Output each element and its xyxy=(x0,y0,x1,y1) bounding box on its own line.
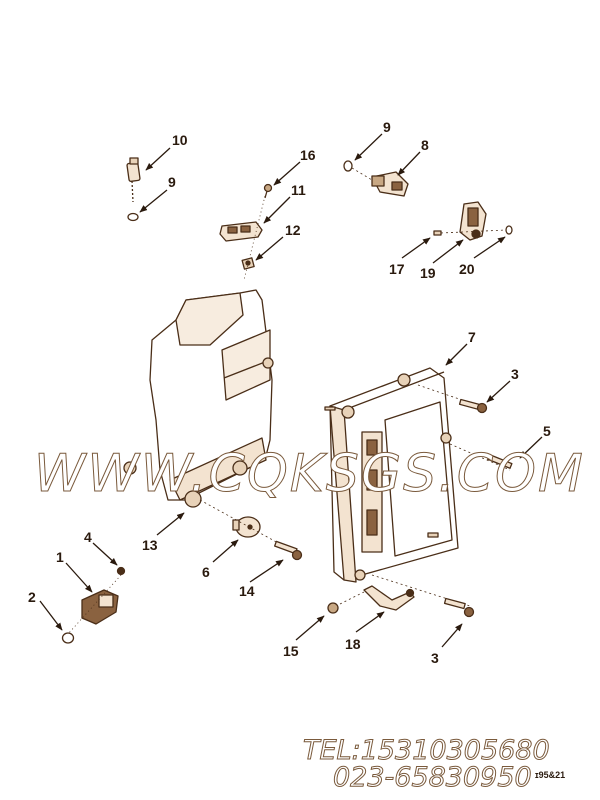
screw-part-17 xyxy=(433,230,442,236)
capscrew-part-3a xyxy=(458,398,488,414)
callout-20: 20 xyxy=(459,261,475,277)
callout-11: 11 xyxy=(291,182,306,198)
leader-arrows xyxy=(39,133,543,648)
watermark-phone: 023-65830950 xyxy=(333,762,533,793)
sensor-part-1 xyxy=(81,589,119,625)
o-ring-part-2 xyxy=(61,632,75,644)
o-ring-part-9a xyxy=(127,212,139,222)
capscrew-part-14 xyxy=(273,540,303,561)
ecm-module-part-7 xyxy=(324,367,459,583)
callout-3: 3 xyxy=(511,366,519,382)
callout-14: 14 xyxy=(239,583,255,599)
callout-5: 5 xyxy=(543,423,551,439)
nut-part-15 xyxy=(327,602,339,614)
callout-2: 2 xyxy=(28,589,36,605)
clip-nut-part-12 xyxy=(241,257,255,270)
callout-17: 17 xyxy=(389,261,405,277)
callout-6: 6 xyxy=(202,564,210,580)
connector-bracket-part-11 xyxy=(219,221,263,242)
callout-15: 15 xyxy=(283,643,299,659)
screw-part-16 xyxy=(263,183,273,199)
callout-7: 7 xyxy=(468,329,476,345)
o-ring-part-20 xyxy=(505,225,513,235)
watermark-site: WWW.CQKSGS.COM xyxy=(34,444,585,504)
callout-16: 16 xyxy=(300,147,316,163)
callout-3b: 3 xyxy=(431,650,439,666)
sensor-bracket-part-19 xyxy=(459,201,487,241)
callout-18: 18 xyxy=(345,636,361,652)
callout-13: 13 xyxy=(142,537,158,553)
callout-8: 8 xyxy=(421,137,429,153)
capscrew-part-5 xyxy=(449,443,513,471)
ecm-mounting-plate xyxy=(123,289,274,508)
temperature-sensor-part-10 xyxy=(126,157,141,203)
reference-code: ɪ95&21 xyxy=(535,770,566,780)
screw-part-4 xyxy=(116,566,126,576)
callout-10: 10 xyxy=(172,132,188,148)
isolator-part-6 xyxy=(232,516,261,538)
ground-strap-part-18 xyxy=(363,585,415,611)
callout-9b: 9 xyxy=(383,119,391,135)
callout-4: 4 xyxy=(84,529,92,545)
o-ring-part-9b xyxy=(343,160,353,172)
capscrew-part-3b xyxy=(443,597,475,618)
pressure-sensor-part-8 xyxy=(371,171,409,197)
callout-1: 1 xyxy=(56,549,64,565)
callout-9: 9 xyxy=(168,174,176,190)
callout-19: 19 xyxy=(420,265,436,281)
callout-12: 12 xyxy=(285,222,301,238)
watermark-tel: TEL:15310305680 xyxy=(303,735,551,766)
